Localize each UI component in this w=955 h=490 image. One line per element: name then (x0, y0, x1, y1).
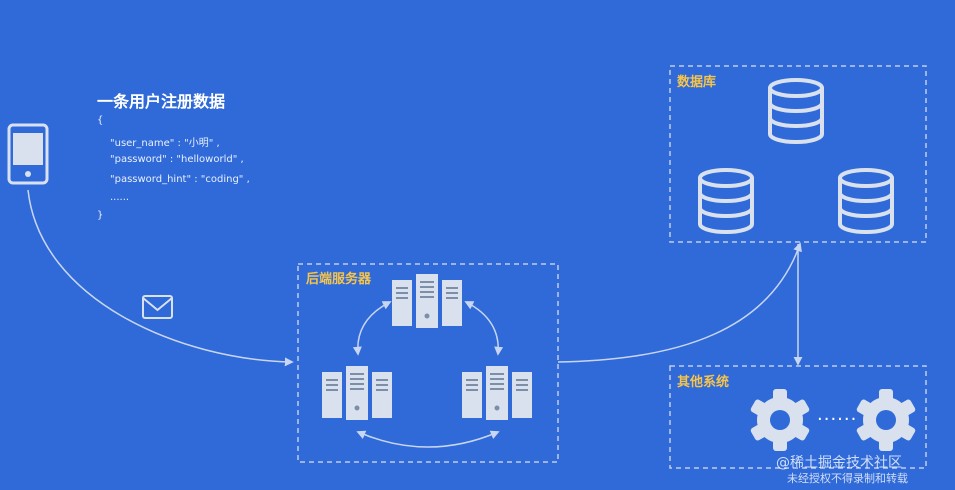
database-icon-right (838, 168, 894, 234)
data-line-user-name: "user_name" : "小明" , (110, 138, 220, 149)
database-group (669, 65, 927, 243)
other-systems-ellipsis: ...... (817, 404, 858, 425)
phone-icon (7, 123, 49, 185)
data-brace-open: { (97, 115, 104, 126)
data-line-password-hint: "password_hint" : "coding" , (110, 174, 250, 185)
database-icon-left (698, 168, 754, 234)
server-sync-arrow-left (352, 301, 392, 356)
watermark-source: @稀土掘金技术社区 (776, 455, 902, 471)
data-block-title: 一条用户注册数据 (97, 92, 226, 111)
other-systems-label: 其他系统 (677, 375, 730, 390)
server-sync-arrow-right (464, 301, 504, 356)
server-sync-arrow-bottom (356, 430, 500, 448)
phone-to-backend-connector (27, 189, 294, 367)
data-line-ellipsis: ...... (110, 192, 130, 203)
mail-icon (142, 295, 173, 319)
server-icon-right (462, 366, 532, 420)
backend-server-group (297, 263, 559, 463)
server-icon-top (392, 274, 462, 328)
database-icon-top (768, 78, 824, 144)
data-brace-close: } (97, 210, 104, 221)
gear-icon-right (855, 389, 917, 451)
server-icon-left (322, 366, 392, 420)
backend-label: 后端服务器 (306, 272, 372, 287)
database-label: 数据库 (677, 75, 717, 90)
gear-icon-left (749, 389, 811, 451)
data-line-password: "password" : "helloworld" , (110, 154, 244, 165)
other-systems-group (669, 365, 927, 469)
backend-to-database-connector (557, 242, 802, 363)
watermark-notice: 未经授权不得录制和转载 (787, 472, 908, 485)
